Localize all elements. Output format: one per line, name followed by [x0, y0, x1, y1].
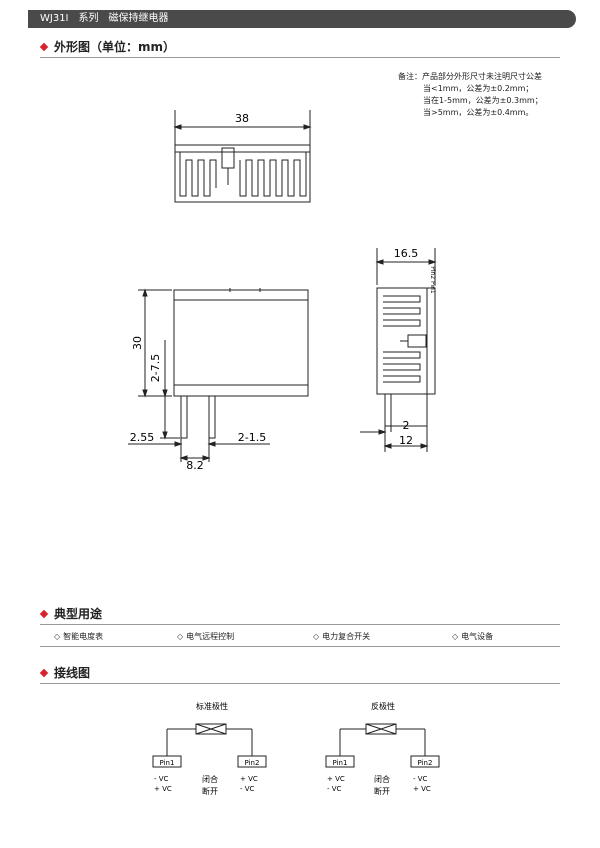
dim-side-width: 16.5: [394, 247, 419, 260]
header-series: WJ31I: [40, 13, 69, 24]
uses-title: 典型用途: [54, 607, 103, 621]
section-divider: [40, 683, 560, 684]
wiring-diagrams: 标准极性 Pin1 Pin2 - VC + VC + VC - VC 闭合 断开…: [152, 701, 440, 796]
reverse-pin2-label: Pin2: [418, 759, 433, 767]
diamond-outline-icon: ◇: [452, 632, 459, 641]
dimension-note-1: 备注：产品部分外形尺寸未注明尺寸公差: [398, 72, 542, 81]
dim-pin-spacing: 8.2: [186, 459, 204, 472]
dim-side-pin-thickness: 2: [403, 419, 410, 432]
dim-side-pin-offset: 12: [399, 434, 413, 447]
standard-pin1-sign-bottom: + VC: [154, 785, 172, 793]
standard-title: 标准极性: [196, 701, 228, 711]
reverse-pin1-sign-bottom: - VC: [327, 785, 342, 793]
reverse-state-close: 闭合: [374, 774, 390, 784]
standard-pin1-label: Pin1: [160, 759, 175, 767]
reverse-title: 反极性: [371, 701, 395, 711]
side-marking: Pin2 Pin1: [429, 266, 436, 294]
section-divider: [40, 57, 560, 58]
dim-pin-length: 2-7.5: [149, 354, 162, 382]
section-divider: [40, 624, 560, 625]
dimension-note-3: 当在1-5mm，公差为±0.3mm；: [423, 96, 543, 105]
section-bullet-icon: [39, 668, 49, 678]
reverse-state-open: 断开: [374, 786, 390, 796]
dim-top-width: 38: [235, 112, 249, 125]
standard-state-close: 闭合: [202, 774, 218, 784]
use-item: ◇电力复合开关: [313, 632, 371, 641]
diamond-outline-icon: ◇: [313, 632, 320, 641]
uses-underline: [40, 646, 560, 647]
section-bullet-icon: [39, 609, 49, 619]
reverse-pin1-sign-top: + VC: [327, 775, 345, 783]
reverse-wiring-diagram: 反极性 Pin1 Pin2 + VC - VC - VC + VC 闭合 断开: [325, 701, 440, 796]
header-product: 磁保持继电器: [108, 13, 169, 24]
diamond-outline-icon: ◇: [54, 632, 61, 641]
dim-left-offset: 2.55: [130, 431, 155, 444]
standard-wiring-diagram: 标准极性 Pin1 Pin2 - VC + VC + VC - VC 闭合 断开: [152, 701, 267, 796]
standard-state-open: 断开: [202, 786, 218, 796]
standard-pin2-label: Pin2: [245, 759, 260, 767]
use-item: ◇智能电度表: [54, 632, 104, 641]
standard-pin2-sign-top: + VC: [240, 775, 258, 783]
reverse-pin2-sign-top: - VC: [413, 775, 428, 783]
standard-pin1-sign-top: - VC: [154, 775, 169, 783]
dimension-note-2: 当<1mm，公差为±0.2mm；: [423, 84, 534, 93]
dim-height: 30: [131, 336, 144, 350]
wiring-title: 接线图: [54, 666, 91, 680]
header-bar: [28, 10, 576, 28]
diamond-outline-icon: ◇: [177, 632, 184, 641]
use-item: ◇电气远程控制: [177, 632, 235, 641]
dim-pin-width: 2-1.5: [238, 431, 266, 444]
header-title: WJ31I 系列磁保持继电器: [40, 12, 169, 26]
dimension-drawings: 38 30 2-7.5 2.55 2-1.5 8.2 16.5 Pin2 Pin…: [128, 110, 437, 472]
reverse-pin1-label: Pin1: [333, 759, 348, 767]
side-view-drawing: [360, 248, 437, 452]
standard-pin2-sign-bottom: - VC: [240, 785, 255, 793]
reverse-pin2-sign-bottom: + VC: [413, 785, 431, 793]
top-view-drawing: [173, 110, 312, 203]
header-series-suffix: 系列: [78, 13, 99, 24]
use-item: ◇电气设备: [452, 632, 494, 641]
dimension-note-4: 当>5mm，公差为±0.4mm。: [423, 108, 534, 117]
dimensions-title: 外形图（单位：mm）: [54, 40, 176, 54]
front-view-drawing: [128, 288, 309, 462]
